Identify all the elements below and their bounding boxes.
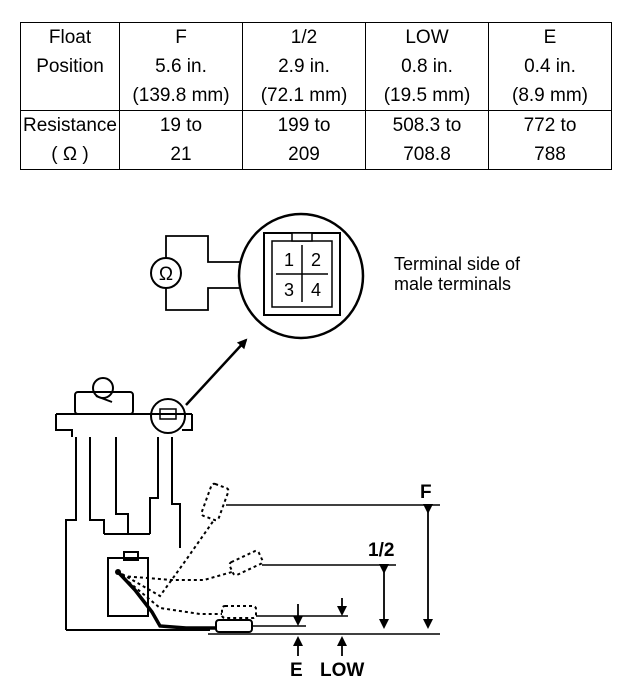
terminal-3-label: 3 <box>284 280 294 300</box>
right-leg-outer <box>149 437 159 534</box>
connector-location-mark <box>159 408 177 420</box>
terminal-1-label: 1 <box>284 250 294 270</box>
resistance-row: Resistance ( Ω ) 19 to 21 199 to 209 508… <box>20 110 612 170</box>
ohm-symbol: Ω <box>159 264 173 285</box>
terminal-caption-line-2: male terminals <box>394 274 511 294</box>
half-level-label: 1/2 <box>368 540 394 561</box>
resistance-cell-low: 508.3 to 708.8 <box>365 110 489 170</box>
position-cell-low: LOW 0.8 in. (19.5 mm) <box>365 22 489 111</box>
pivot-point <box>115 569 121 575</box>
connector-location-circle <box>150 398 186 434</box>
terminal-2-label: 2 <box>311 250 321 270</box>
header-line: ( Ω ) <box>51 144 89 165</box>
header-line: Resistance <box>23 115 117 136</box>
fitting-detail <box>95 395 113 403</box>
cell-line: F <box>175 27 187 48</box>
resistance-cell-e: 772 to 788 <box>488 110 612 170</box>
resistance-cell-f: 19 to 21 <box>119 110 243 170</box>
cell-line: 508.3 to <box>392 115 462 136</box>
terminal-4-label: 4 <box>311 280 321 300</box>
float-arm-low <box>123 577 222 615</box>
cell-line: 5.6 in. <box>155 56 207 77</box>
left-pipe-right <box>115 437 129 534</box>
cell-line: 1/2 <box>290 27 318 48</box>
flange-right <box>182 414 193 431</box>
float-position-row: Float Position F 5.6 in. (139.8 mm) 1/2 … <box>20 22 612 111</box>
e-level-label: E <box>290 660 303 681</box>
f-level-label: F <box>420 482 432 503</box>
top-fitting <box>74 391 134 415</box>
pivot-housing-cap <box>123 551 139 561</box>
cell-line: (8.9 mm) <box>512 85 588 106</box>
header-line: Position <box>36 56 104 77</box>
cell-line: E <box>543 27 557 48</box>
sending-unit-body <box>55 377 210 631</box>
level-dimensions <box>208 504 440 635</box>
terminal-caption-line-1: Terminal side of <box>394 254 521 274</box>
position-cell-e: E 0.4 in. (8.9 mm) <box>488 22 612 111</box>
position-cell-f: F 5.6 in. (139.8 mm) <box>119 22 243 111</box>
cell-line: (19.5 mm) <box>383 85 471 106</box>
cell-line: (139.8 mm) <box>132 85 230 106</box>
detail-pointer-arrow <box>185 338 248 406</box>
ohmmeter-circuit: Ω <box>150 235 278 311</box>
float-arm-e <box>116 570 216 630</box>
cell-line: 209 <box>288 144 320 165</box>
float-arm-alt-positions <box>121 482 264 619</box>
float-f <box>200 482 230 522</box>
lead-wire-lower <box>165 287 278 311</box>
float-low <box>221 605 257 619</box>
left-pipe-inner <box>89 437 105 534</box>
cell-line: 0.8 in. <box>401 56 453 77</box>
connector-detail: 1 2 3 4 <box>237 212 365 340</box>
pivot-housing <box>107 557 149 617</box>
cell-line: 788 <box>534 144 566 165</box>
body-left-wall <box>65 437 77 630</box>
resistance-cell-half: 199 to 209 <box>242 110 366 170</box>
float-half <box>228 549 264 577</box>
lead-wire-upper <box>165 235 278 263</box>
cell-line: (72.1 mm) <box>260 85 348 106</box>
low-level-label: LOW <box>320 660 364 681</box>
float-resistance-table: Float Position F 5.6 in. (139.8 mm) 1/2 … <box>20 22 612 170</box>
flange-left <box>55 414 73 437</box>
float-e <box>215 619 253 633</box>
cell-line: 19 to <box>159 115 203 136</box>
fitting-cap <box>92 377 114 399</box>
float-position-header: Float Position <box>20 22 120 111</box>
float-arm-half <box>121 571 233 581</box>
cell-line: 0.4 in. <box>524 56 576 77</box>
right-leg-inner <box>171 437 181 548</box>
cell-line: LOW <box>405 27 449 48</box>
header-line: Float <box>48 27 92 48</box>
cell-line: 199 to <box>277 115 331 136</box>
connector-lock-tab <box>291 232 313 242</box>
cell-line: 772 to <box>523 115 577 136</box>
position-cell-half: 1/2 2.9 in. (72.1 mm) <box>242 22 366 111</box>
cell-line: 2.9 in. <box>278 56 330 77</box>
float-arm-f <box>121 519 215 598</box>
cell-line: 708.8 <box>403 144 451 165</box>
cell-line: 21 <box>170 144 192 165</box>
level-arrows <box>293 504 433 656</box>
resistance-header: Resistance ( Ω ) <box>20 110 120 170</box>
